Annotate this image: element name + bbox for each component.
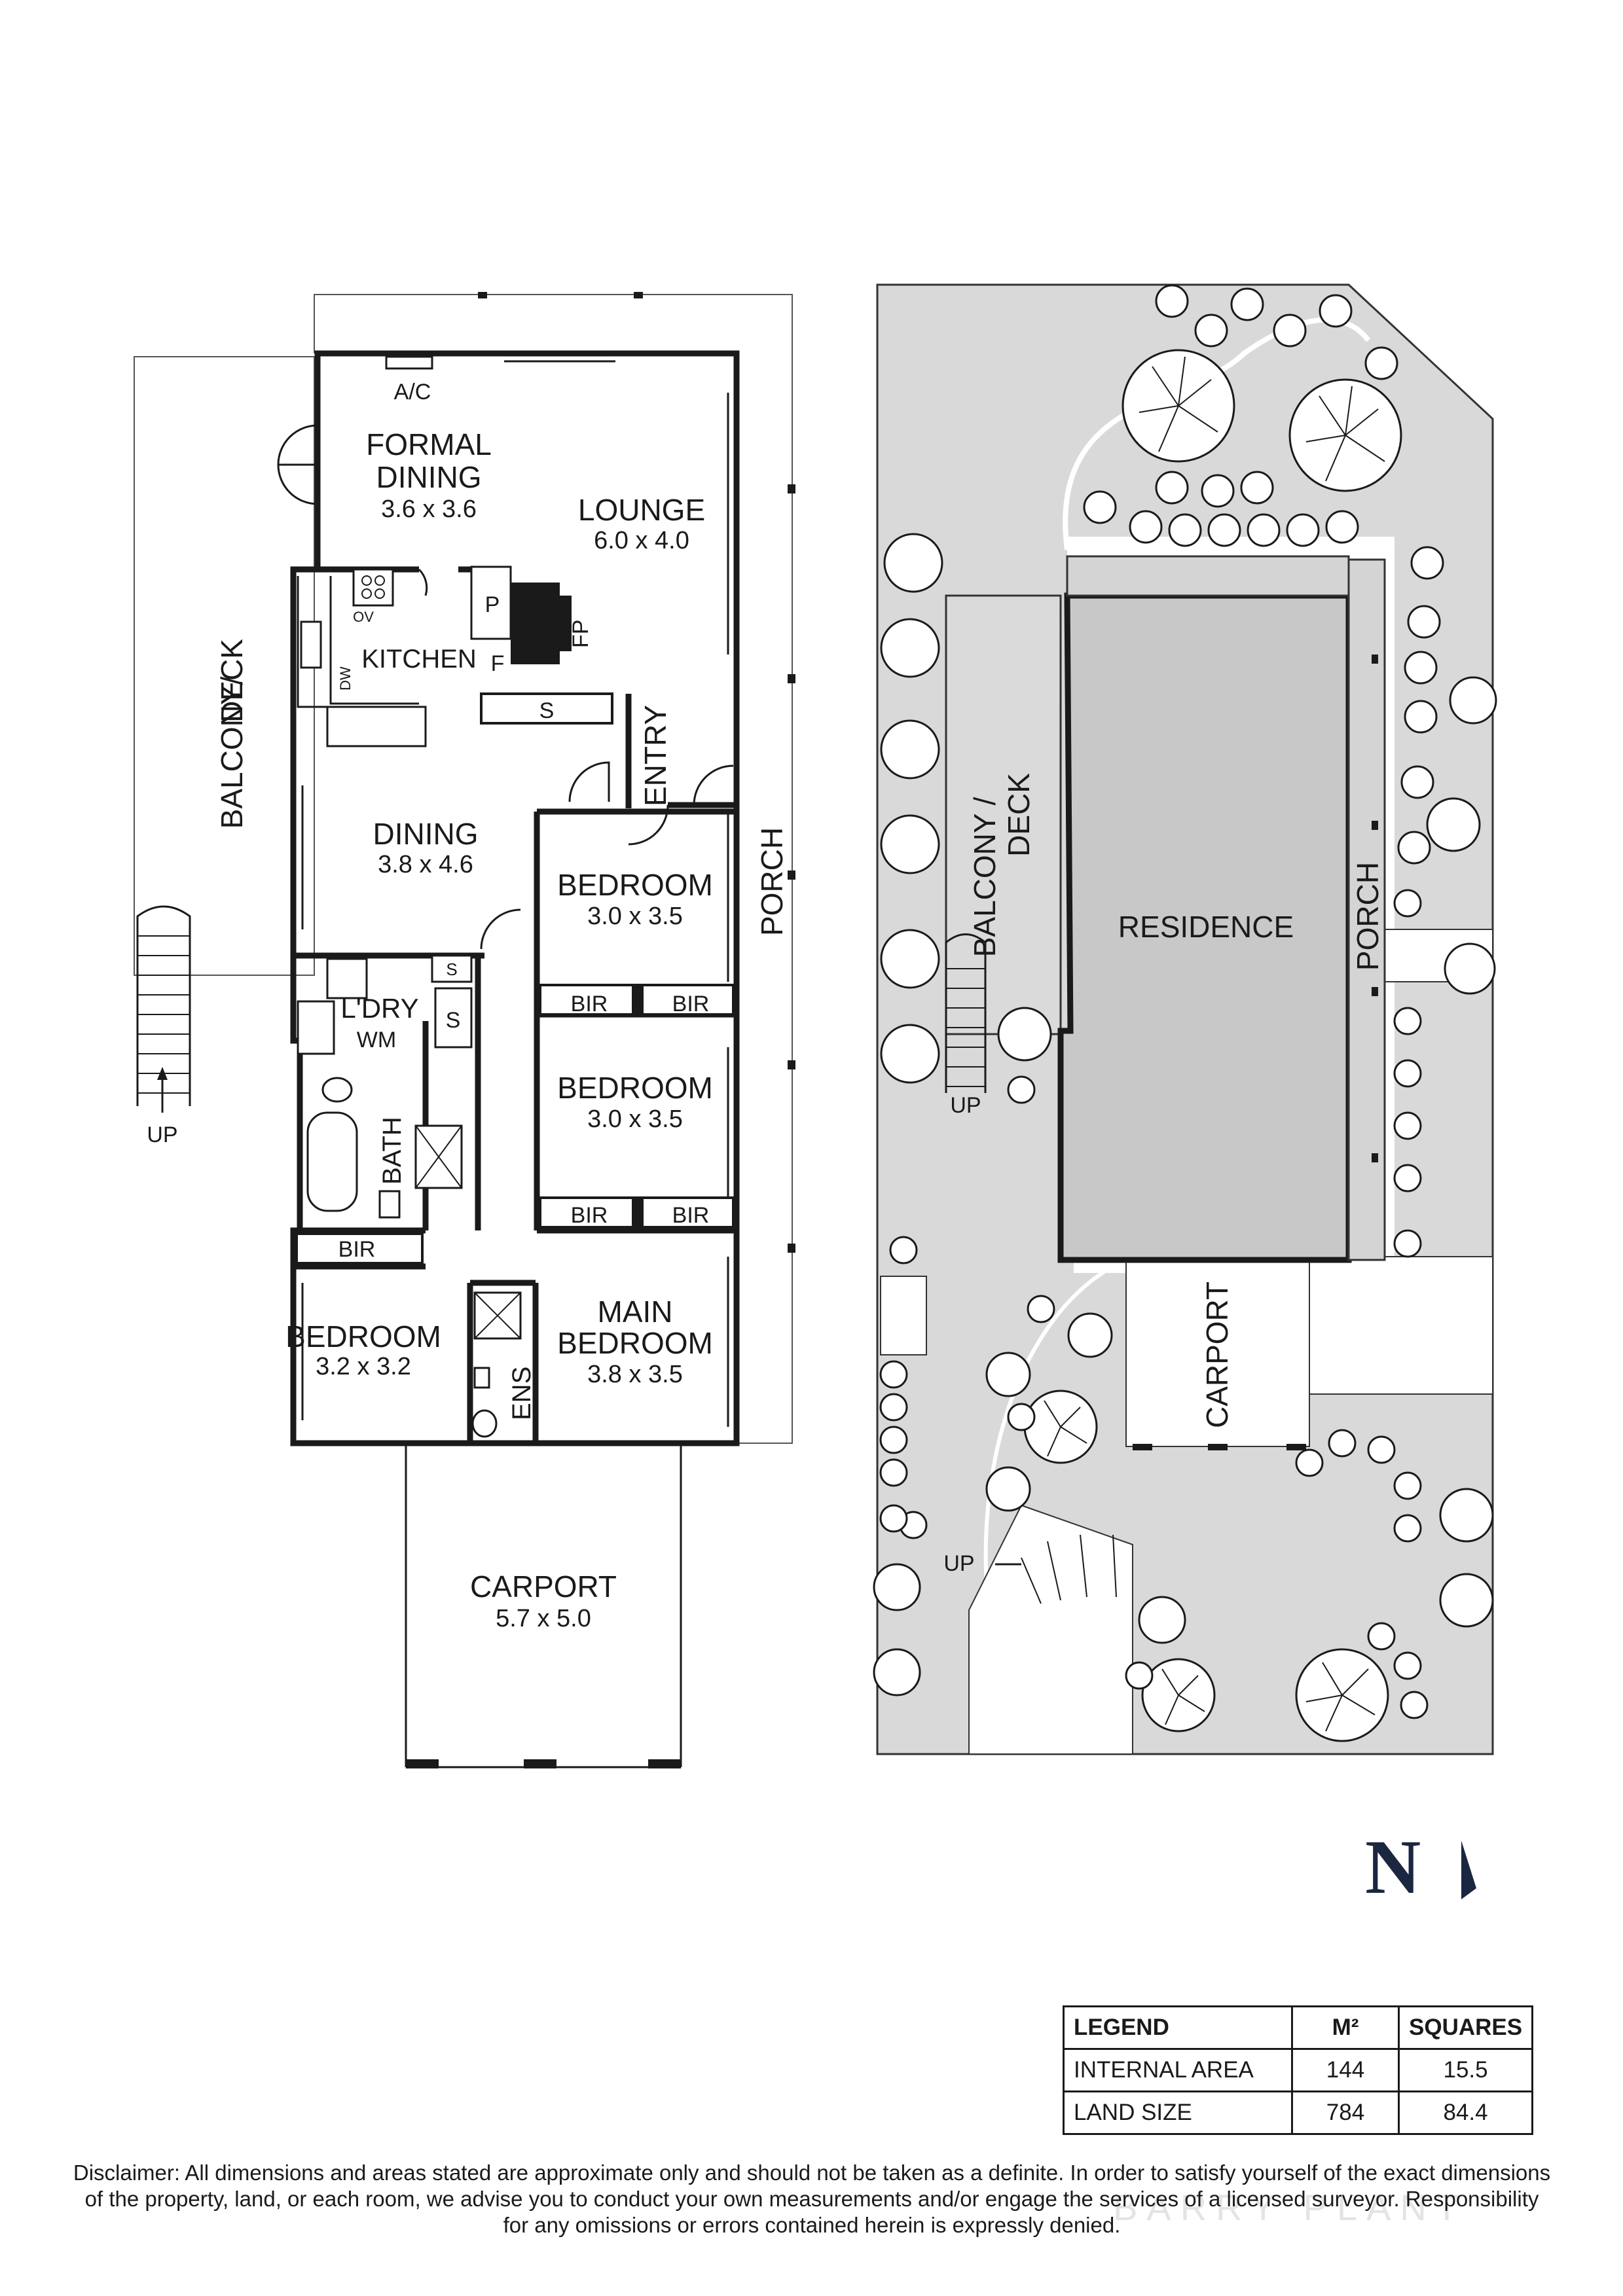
bedroom-1-size: 3.0 x 3.5 [587,903,683,930]
legend-row-label: LAND SIZE [1063,2090,1293,2135]
bir-label-2: BIR [672,992,710,1016]
site-balcony-label-1: BALCONY / [968,797,1002,957]
washing-machine-label: WM [357,1028,396,1052]
storage-label-1: S [539,698,555,723]
porch-posts [478,292,795,1253]
legend-table: LEGEND M² SQUARES INTERNAL AREA 144 15.5… [1063,2005,1534,2135]
porch-name: PORCH [755,827,789,936]
disclaimer-line-1: Disclaimer: All dimensions and areas sta… [73,2161,1551,2185]
site-up-label-1: UP [950,1093,981,1118]
legend-header-row: LEGEND M² SQUARES [1063,2005,1534,2050]
site-porch [1347,558,1386,1261]
north-letter: N [1365,1824,1421,1910]
kitchen-benches [297,565,613,747]
wet-area-fixtures [297,954,522,1438]
legend-header-label: LEGEND [1063,2005,1293,2050]
balcony-name-1: BALCONY/ [215,676,249,829]
bedroom-3-size: 3.2 x 3.2 [316,1353,411,1380]
main-bedroom-name-1: MAIN [598,1295,673,1329]
dining-name: DINING [373,817,479,851]
legend-row-m2: 144 [1291,2048,1400,2092]
storage-label-3: S [446,1008,461,1033]
oven-label: OV [353,609,374,625]
main-bedroom-size: 3.8 x 3.5 [587,1361,683,1388]
disclaimer: Disclaimer: All dimensions and areas sta… [65,2160,1558,2238]
kitchen-name: KITCHEN [361,645,477,673]
disclaimer-line-3: for any omissions or errors contained he… [503,2213,1121,2237]
storage-label-2: S [446,960,457,979]
bir-label-4: BIR [672,1203,710,1228]
bedroom-2-size: 3.0 x 3.5 [587,1105,683,1133]
legend-header-m2: M² [1291,2005,1400,2050]
carport-size: 5.7 x 5.0 [496,1605,591,1632]
north-arrow-icon [1461,1840,1476,1899]
disclaimer-line-2: of the property, land, or each room, we … [84,2187,1539,2211]
formal-dining-name-2: DINING [376,460,482,494]
site-porch-label: PORCH [1351,862,1385,971]
agency-watermark: BARRY PLANT [1113,2187,1467,2228]
legend-row-squares: 15.5 [1397,2048,1534,2092]
dining-size: 3.8 x 4.6 [378,851,473,878]
lounge-name: LOUNGE [578,493,705,527]
site-residence-label: RESIDENCE [1118,910,1294,944]
carport-name: CARPORT [470,1570,617,1604]
fridge-label: F [491,651,505,676]
site-up-label-2: UP [943,1551,974,1576]
legend-header-squares: SQUARES [1397,2005,1534,2050]
laundry-name: L'DRY [340,993,418,1024]
pantry-label: P [485,592,500,617]
large-trees [1023,349,1402,1742]
bir-label-1: BIR [571,992,608,1016]
medium-trees [873,533,1497,1696]
site-stairs [945,933,1117,1604]
bedroom-1-name: BEDROOM [557,868,713,902]
site-balcony-label-2: DECK [1002,773,1036,857]
bedroom-3-name: BEDROOM [285,1319,441,1354]
bir-label-3: BIR [571,1203,608,1228]
windows [301,355,729,1427]
lounge-size: 6.0 x 4.0 [594,527,689,554]
french-doors [277,424,318,505]
entry-doors [480,761,734,950]
main-bedroom-name-2: BEDROOM [557,1326,713,1360]
site-carport [1125,1256,1310,1447]
up-label-1: UP [147,1122,177,1147]
bir-wardrobes [295,984,735,1265]
entry-name: ENTRY [638,705,672,806]
legend-row: LAND SIZE 784 84.4 [1063,2090,1534,2135]
bedroom-2-name: BEDROOM [557,1071,713,1105]
balcony-stairs [136,905,191,1113]
ac-label: A/C [394,380,431,404]
balcony-deck-outline [134,356,315,976]
dishwasher-label: DW [337,666,354,691]
deck-outline [314,294,793,1444]
bath-name: BATH [378,1117,407,1185]
fireplace-label: FP [568,620,593,648]
site-plan: RESIDENCE BALCONY / DECK PORCH CARPORT U… [873,283,1497,1755]
legend-row-label: INTERNAL AREA [1063,2048,1293,2092]
legend-row: INTERNAL AREA 144 15.5 [1063,2048,1534,2092]
bir-label-5: BIR [338,1237,376,1262]
ensuite-name: ENS [507,1367,536,1420]
legend-row-squares: 84.4 [1397,2090,1534,2135]
legend-row-m2: 784 [1291,2090,1400,2135]
floor-plan: A/C FORMAL DINING 3.6 x 3.6 LOUNGE 6.0 x… [134,292,795,1768]
carport-structure [405,1443,682,1768]
site-carport-label: CARPORT [1200,1282,1234,1428]
balcony-name-2: DECK [215,639,249,723]
fireplace [511,583,572,664]
formal-dining-name-1: FORMAL [366,427,492,461]
formal-dining-size: 3.6 x 3.6 [381,495,477,523]
small-trees [879,284,1444,1719]
site-balcony [945,594,1062,1035]
